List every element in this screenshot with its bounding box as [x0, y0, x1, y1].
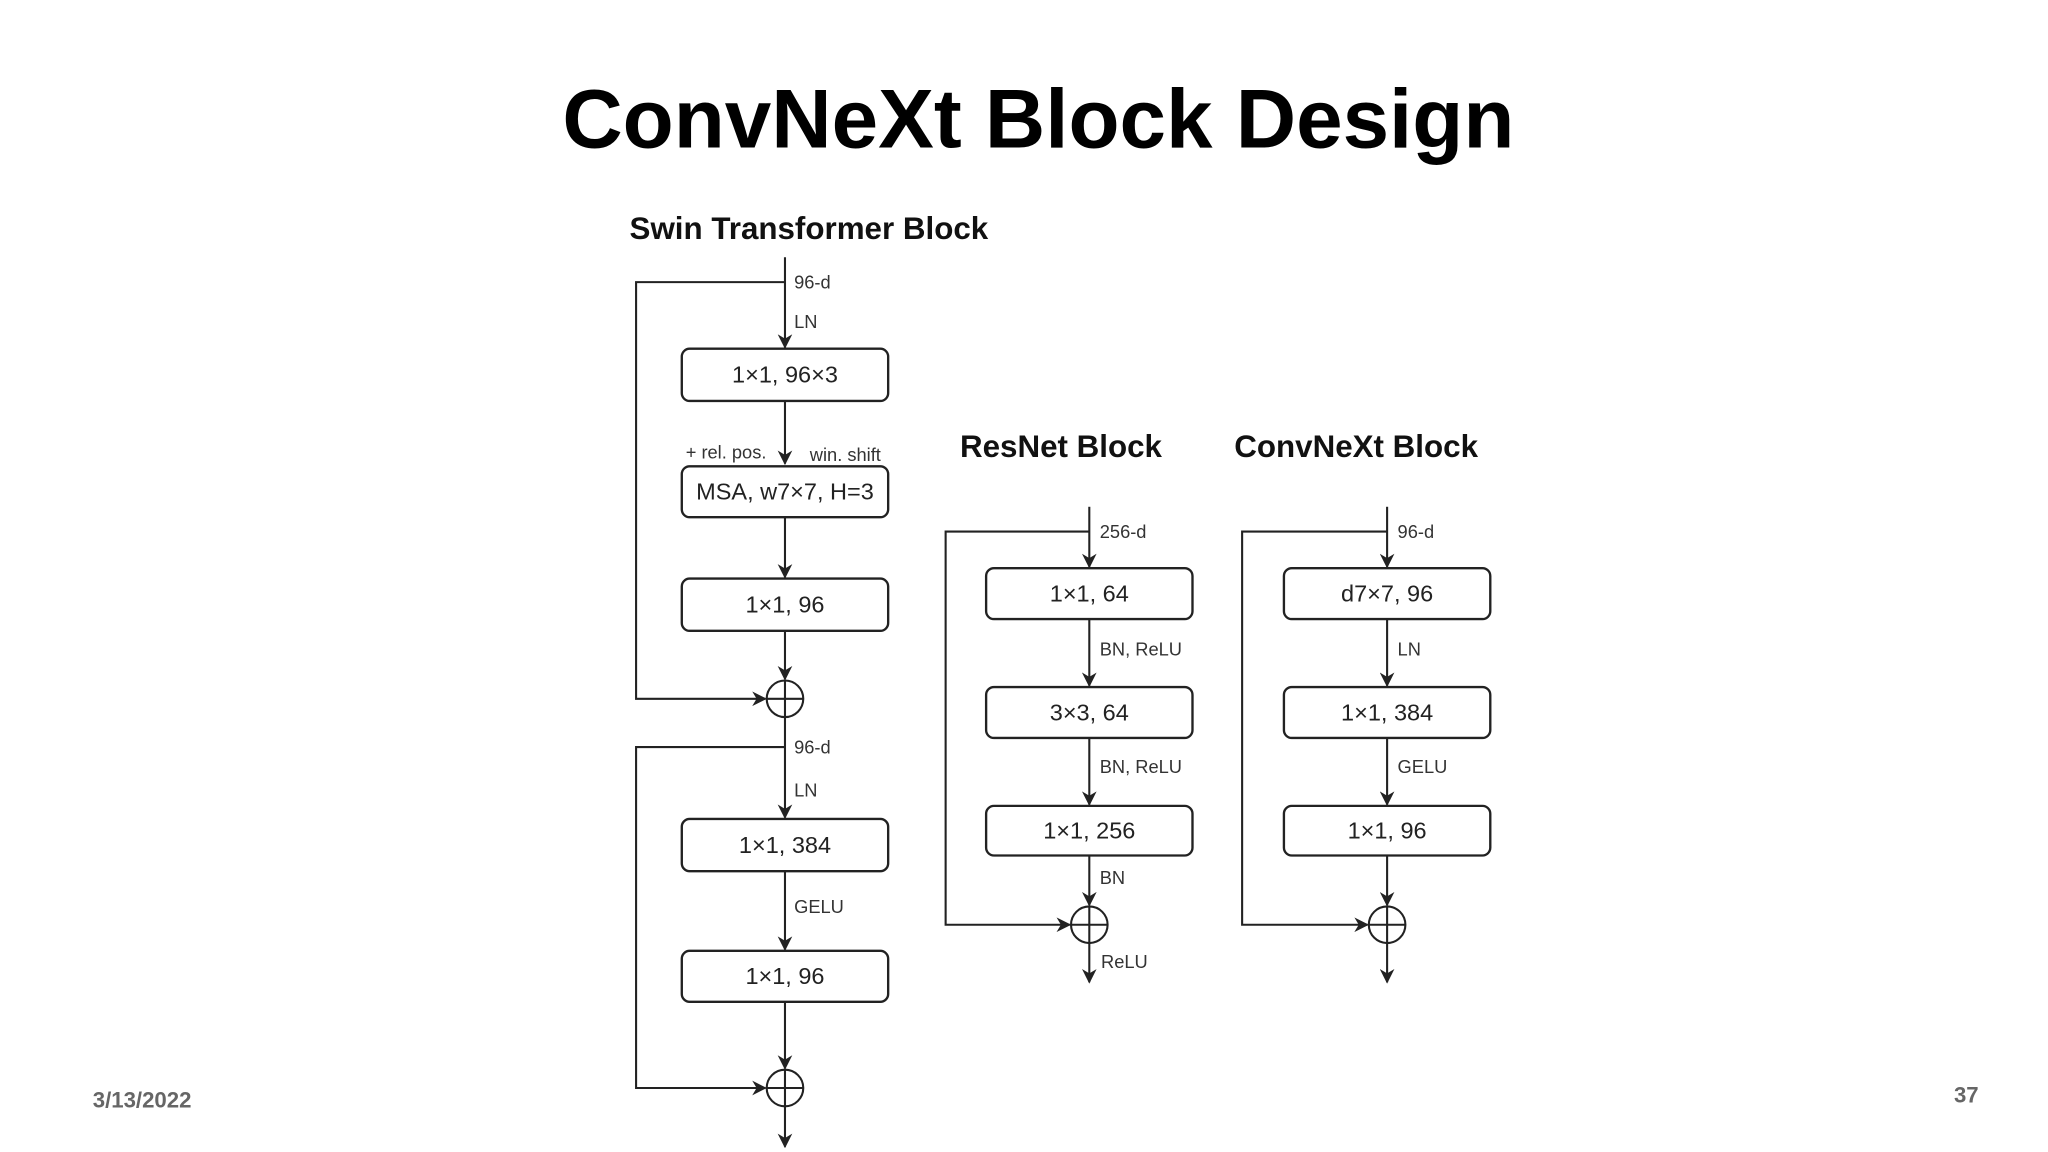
swin-proj-box	[680, 577, 890, 633]
swin-proj-box-label: 1×1, 96	[745, 592, 824, 618]
convnext-block-title: ConvNeXt Block	[1234, 429, 1478, 464]
slide-date: 3/13/2022	[93, 1088, 192, 1113]
edge-label: BN, ReLU	[1100, 639, 1182, 660]
edge-label: + rel. pos.	[686, 441, 767, 462]
skip-connection	[1241, 530, 1388, 933]
swin-mlp1-box-label: 1×1, 384	[739, 832, 831, 858]
edge-label: BN	[1100, 867, 1125, 888]
resnet-conv1-box-label: 1×1, 64	[1050, 580, 1129, 606]
edge-label: LN	[794, 780, 817, 801]
edge-label: 256-d	[1100, 521, 1147, 542]
swin-msa-box-label: MSA, w7×7, H=3	[696, 479, 874, 505]
swin-block-title: Swin Transformer Block	[630, 211, 989, 246]
convnext-pw2-box-label: 1×1, 96	[1348, 818, 1427, 844]
resnet-conv2-box-label: 3×3, 64	[1050, 699, 1129, 725]
convnext-dwconv-box-label: d7×7, 96	[1341, 580, 1433, 606]
edge-label: LN	[1398, 639, 1421, 660]
edge-label: 96-d	[1398, 521, 1435, 542]
edge-label: BN, ReLU	[1100, 756, 1182, 777]
slide-title: ConvNeXt Block Design	[562, 72, 1514, 166]
resnet-block-title: ResNet Block	[960, 429, 1163, 464]
convnext-pw1-box-label: 1×1, 384	[1341, 699, 1433, 725]
skip-connection	[635, 281, 785, 707]
edge-label: GELU	[794, 896, 844, 917]
edge-label: LN	[794, 311, 817, 332]
skip-connection	[635, 746, 785, 1096]
edge-label: win. shift	[809, 444, 881, 465]
swin-qkv-box-label: 1×1, 96×3	[732, 362, 838, 388]
slide-page-number: 37	[1954, 1082, 1979, 1107]
resnet-conv3-box-label: 1×1, 256	[1043, 818, 1135, 844]
edge-label: ReLU	[1101, 951, 1148, 972]
edge-label: 96-d	[794, 272, 831, 293]
skip-connection	[944, 530, 1090, 933]
edge-label: GELU	[1398, 756, 1448, 777]
edge-label: 96-d	[794, 737, 831, 758]
swin-mlp2-box-label: 1×1, 96	[745, 963, 824, 989]
